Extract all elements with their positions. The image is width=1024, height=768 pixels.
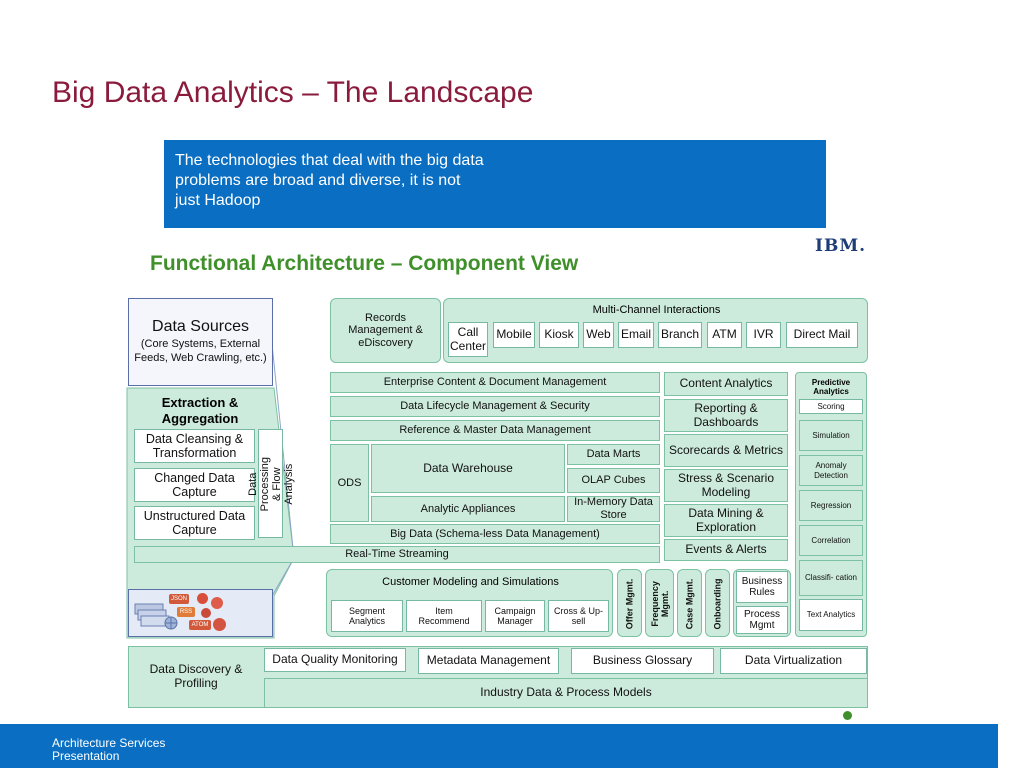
stress-scenario-box: Stress & Scenario Modeling (664, 469, 788, 502)
link-icon (201, 608, 211, 618)
ibm-logo: IBM. (815, 236, 867, 256)
changed-data-box: Changed Data Capture (134, 468, 255, 502)
case-mgmt-box: Case Mgmt. (677, 569, 702, 637)
callout-line: just Hadoop (175, 192, 261, 209)
anomaly-detection-box: Anomaly Detection (799, 455, 863, 486)
social-icon (211, 597, 223, 609)
data-discovery-box: Data Discovery & Profiling (149, 662, 243, 690)
data-sources-desc: (Core Systems, External Feeds, Web Crawl… (134, 338, 267, 365)
data-processing-label: Data Processing & Flow Analysis (247, 457, 296, 512)
metadata-management-box: Metadata Management (418, 648, 559, 674)
channel-web: Web (583, 322, 614, 348)
multichannel-title: Multi-Channel Interactions (592, 304, 721, 316)
simulation-box: Simulation (799, 420, 863, 451)
facebook-icon (213, 618, 226, 631)
reference-master-box: Reference & Master Data Management (330, 420, 660, 441)
status-dot-icon (843, 711, 852, 720)
channel-ivr: IVR (746, 322, 781, 348)
data-stack-icon (134, 603, 178, 630)
data-mining-box: Data Mining & Exploration (664, 504, 788, 537)
campaign-manager-box: Campaign Manager (485, 600, 545, 632)
data-sources-box: Data Sources (Core Systems, External Fee… (128, 298, 273, 386)
predictive-analytics-title: Predictive Analytics (811, 378, 851, 397)
channel-atm: ATM (707, 322, 742, 348)
text-analytics-box: Text Analytics (799, 599, 863, 631)
diagram-title: Functional Architecture – Component View (150, 252, 579, 275)
process-mgmt-box: Process Mgmt (736, 606, 788, 634)
customer-modeling-title: Customer Modeling and Simulations (382, 576, 559, 588)
real-time-streaming-bar: Real-Time Streaming (134, 546, 660, 563)
content-analytics-box: Content Analytics (664, 372, 788, 396)
classification-box: Classifi- cation (799, 560, 863, 596)
channel-email: Email (618, 322, 654, 348)
records-management-box: Records Management & eDiscovery (330, 298, 441, 363)
olap-cubes-box: OLAP Cubes (567, 468, 660, 493)
data-marts-box: Data Marts (567, 444, 660, 465)
industry-models-box: Industry Data & Process Models (264, 678, 868, 708)
rss-icon: RSS (177, 607, 195, 617)
business-rules-box: Business Rules (736, 571, 788, 603)
footer-line1: Architecture Services (52, 736, 166, 750)
share-icon (197, 593, 208, 604)
offer-mgmt-box: Offer Mgmt. (617, 569, 642, 637)
frequency-mgmt-box: Frequency Mgmt. (645, 569, 674, 637)
offer-mgmt-label: Offer Mgmt. (624, 578, 635, 630)
channel-direct-mail: Direct Mail (786, 322, 858, 348)
frequency-mgmt-label: Frequency Mgmt. (649, 581, 670, 627)
scorecards-metrics-box: Scorecards & Metrics (664, 434, 788, 467)
regression-box: Regression (799, 490, 863, 521)
unstructured-data-box: Unstructured Data Capture (134, 506, 255, 540)
in-memory-box: In-Memory Data Store (567, 496, 660, 522)
segment-analytics-box: Segment Analytics (331, 600, 403, 632)
data-sources-title: Data Sources (152, 318, 249, 336)
data-icons-panel: JSON RSS ATOM (128, 589, 273, 637)
big-data-box: Big Data (Schema-less Data Management) (330, 524, 660, 544)
events-alerts-box: Events & Alerts (664, 539, 788, 561)
channel-mobile: Mobile (493, 322, 535, 348)
business-glossary-box: Business Glossary (571, 648, 714, 674)
footer-text: Architecture Services Presentation (52, 737, 165, 763)
reporting-dashboards-box: Reporting & Dashboards (664, 399, 788, 432)
callout-line: problems are broad and diverse, it is no… (175, 172, 461, 189)
channel-call-center: Call Center (448, 322, 488, 357)
data-cleansing-box: Data Cleansing & Transformation (134, 429, 255, 463)
ods-box: ODS (330, 444, 369, 522)
callout-box: The technologies that deal with the big … (164, 140, 826, 228)
atom-icon: ATOM (189, 620, 211, 630)
item-recommend-box: Item Recommend (406, 600, 482, 632)
analytic-appliances-box: Analytic Appliances (371, 496, 565, 522)
extraction-title: Extraction & Aggregation (161, 395, 239, 426)
data-warehouse-box: Data Warehouse (371, 444, 565, 493)
onboarding-box: Onboarding (705, 569, 730, 637)
callout-line: The technologies that deal with the big … (175, 152, 484, 169)
data-quality-box: Data Quality Monitoring (264, 648, 406, 672)
slide-title: Big Data Analytics – The Landscape (52, 76, 534, 109)
enterprise-content-box: Enterprise Content & Document Management (330, 372, 660, 393)
data-virtualization-box: Data Virtualization (720, 648, 867, 674)
data-lifecycle-box: Data Lifecycle Management & Security (330, 396, 660, 417)
footer-line2: Presentation (52, 749, 120, 763)
scoring-box: Scoring (799, 399, 863, 414)
onboarding-label: Onboarding (712, 578, 723, 630)
cross-upsell-box: Cross & Up-sell (548, 600, 609, 632)
channel-branch: Branch (658, 322, 702, 348)
case-mgmt-label: Case Mgmt. (684, 578, 695, 630)
footer-bar (0, 724, 998, 768)
channel-kiosk: Kiosk (539, 322, 579, 348)
data-processing-box: Data Processing & Flow Analysis (247, 429, 296, 538)
correlation-box: Correlation (799, 525, 863, 556)
json-icon: JSON (169, 594, 189, 604)
